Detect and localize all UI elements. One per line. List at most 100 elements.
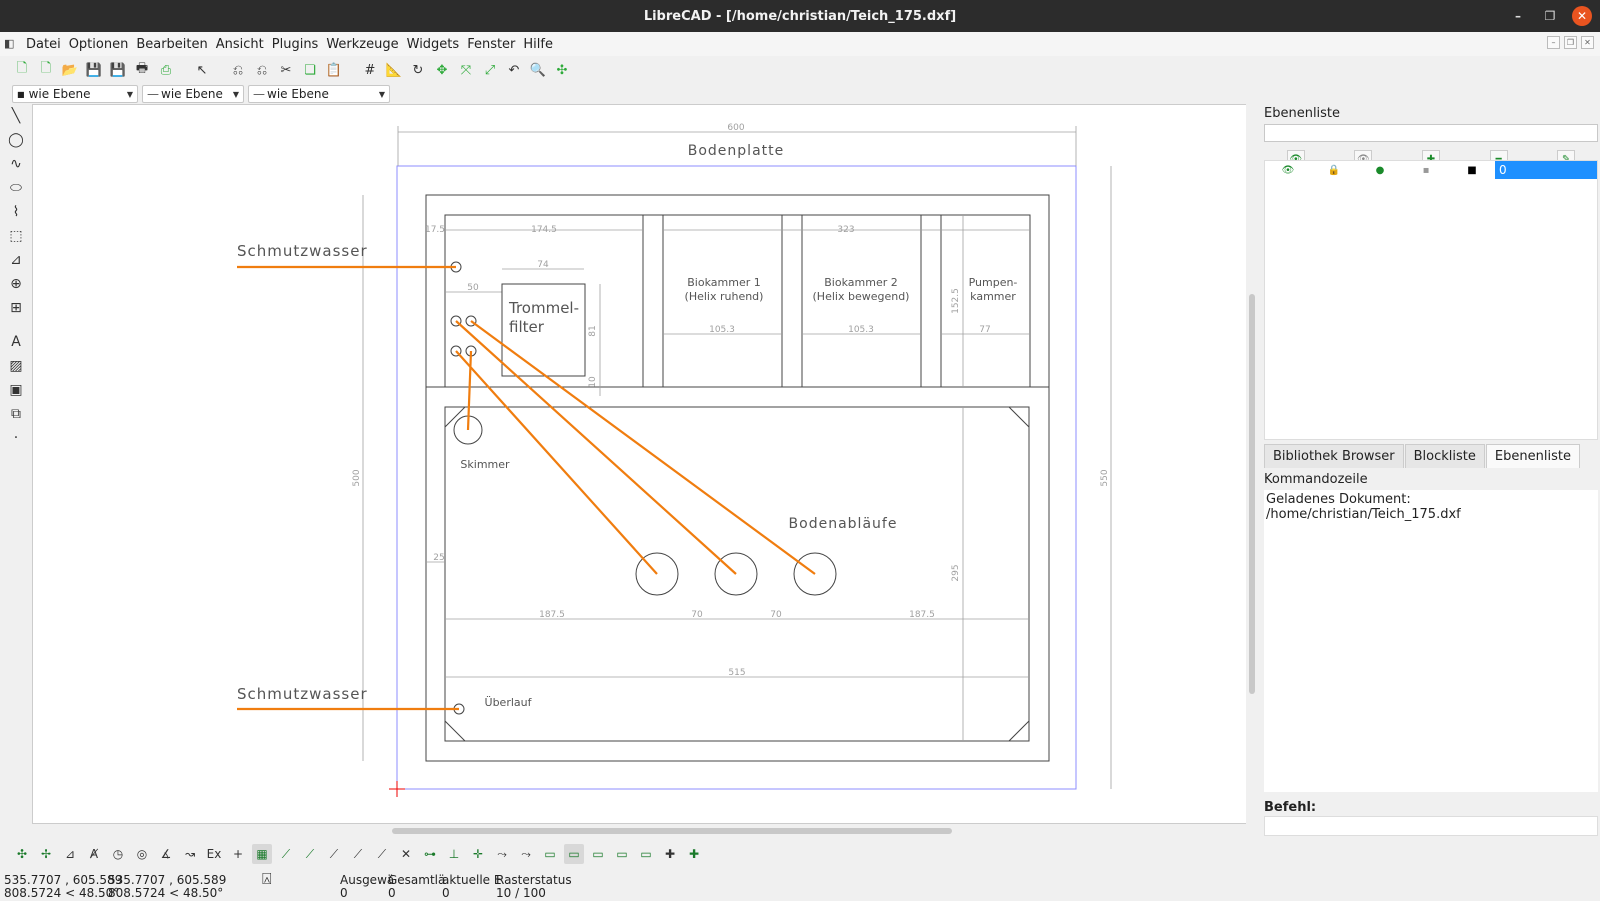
drawing-canvas[interactable]: 600 Bodenplatte 17.5 174.5 323 74 50 Tro…	[32, 104, 1250, 824]
lock-icon[interactable]: 🔒	[1327, 164, 1341, 176]
mdi-minimize-icon[interactable]: –	[1547, 36, 1560, 49]
print-icon[interactable]: 🖶	[135, 61, 149, 76]
line-tool-icon[interactable]: ╲	[11, 108, 21, 124]
menu-plugins[interactable]: Plugins	[271, 36, 319, 52]
exclusive-snap-icon[interactable]: Ex	[206, 847, 222, 861]
view-3-icon[interactable]: ▭	[592, 847, 604, 861]
snap-grid-icon[interactable]: ✢	[40, 847, 52, 861]
menu-hilfe[interactable]: Hilfe	[523, 36, 553, 52]
restrict-horizontal-icon[interactable]: ⊶	[424, 847, 436, 861]
eye-icon[interactable]: 👁	[1281, 164, 1295, 176]
mdi-close-icon[interactable]: ✕	[1581, 36, 1594, 49]
view-5-icon[interactable]: ▭	[640, 847, 652, 861]
restrict-vertical-icon[interactable]: ⊥	[448, 847, 460, 861]
construction-icon[interactable]: ▪	[1422, 164, 1430, 176]
snap-endpoints-icon[interactable]: ⟋	[281, 846, 291, 861]
menu-optionen[interactable]: Optionen	[68, 36, 129, 52]
snap-middle-icon[interactable]: ⟋	[329, 846, 339, 861]
snap-intersection-icon[interactable]: ⟋	[377, 846, 387, 861]
snap-center-icon[interactable]: ◷	[112, 847, 124, 861]
snap-cross-icon[interactable]: +	[232, 847, 244, 861]
mdi-restore-icon[interactable]: ❐	[1564, 36, 1577, 49]
print-toggle-icon[interactable]: ●	[1375, 164, 1385, 176]
polyline-tool-icon[interactable]: ⌇	[12, 204, 20, 220]
view-1-icon[interactable]: ▭	[544, 847, 556, 861]
open-folder-icon[interactable]: 📂	[61, 62, 79, 78]
undo-icon[interactable]: ⎌	[232, 62, 244, 78]
layer-row[interactable]: 👁 🔒 ● ▪ ■ 0	[1265, 161, 1597, 179]
restrict-orthogonal-icon[interactable]: ✛	[472, 847, 484, 861]
grid-icon[interactable]: #	[364, 62, 376, 78]
save-icon[interactable]: 💾	[85, 62, 103, 78]
vertical-scroll-thumb[interactable]	[1249, 294, 1255, 694]
text-tool-icon[interactable]: A	[11, 334, 21, 350]
zoom-auto-icon[interactable]: ⤧	[460, 62, 472, 78]
zoom-in-out-icon[interactable]: ✣	[556, 62, 568, 78]
snap-angle-icon[interactable]: ∡	[160, 847, 172, 861]
menu-ansicht[interactable]: Ansicht	[215, 36, 264, 52]
new-template-icon[interactable]: 🗋	[40, 61, 52, 76]
zoom-select-icon[interactable]: 🔍	[529, 62, 547, 78]
layer-filter-input[interactable]	[1264, 124, 1598, 142]
layer-name[interactable]: 0	[1495, 161, 1597, 179]
close-icon[interactable]: ✕	[1572, 6, 1592, 26]
horizontal-scrollbar[interactable]	[32, 826, 1246, 836]
app-icon[interactable]: ◧	[4, 37, 15, 50]
relative-zero-icon[interactable]: ⤳	[497, 846, 507, 861]
menu-datei[interactable]: Datei	[26, 36, 61, 52]
dimension-tool-icon[interactable]: ⊿	[10, 252, 22, 268]
tab-block-list[interactable]: Blockliste	[1404, 444, 1485, 468]
redo-icon[interactable]: ⎌	[256, 62, 268, 78]
insert-block-icon[interactable]: ✚	[688, 847, 700, 861]
snap-cross-off-icon[interactable]: ✕	[400, 847, 412, 861]
cut-icon[interactable]: ✂	[280, 62, 292, 78]
copy-icon[interactable]: ❏	[304, 62, 316, 78]
restore-icon[interactable]: ❐	[1544, 9, 1556, 23]
snap-curve-icon[interactable]: ↝	[184, 847, 196, 861]
select-tool-icon[interactable]: ⬚	[9, 228, 23, 244]
zoom-previous-icon[interactable]: ↶	[508, 62, 520, 78]
view-2-icon[interactable]: ▭	[564, 844, 584, 864]
menu-werkzeuge[interactable]: Werkzeuge	[326, 36, 399, 52]
layer-list[interactable]: 👁 🔒 ● ▪ ■ 0	[1264, 160, 1598, 440]
snap-grid-active-icon[interactable]: ▦	[252, 844, 272, 864]
ellipse-tool-icon[interactable]: ⬭	[10, 180, 22, 196]
snap-endpoint-icon[interactable]: ⊿	[64, 847, 76, 861]
redraw-icon[interactable]: ↻	[412, 62, 424, 78]
snap-distance-icon[interactable]: ⟋	[353, 846, 363, 861]
point-tool-icon[interactable]: ·	[13, 430, 19, 446]
print-preview-icon[interactable]: ⎙	[160, 62, 172, 78]
vertical-scrollbar[interactable]	[1246, 104, 1258, 824]
new-file-icon[interactable]: 🗋	[16, 61, 28, 76]
curve-tool-icon[interactable]: ∿	[10, 156, 22, 172]
zoom-window-icon[interactable]: ⤢	[484, 62, 496, 78]
horizontal-scroll-thumb[interactable]	[392, 828, 952, 834]
tab-layer-list[interactable]: Ebenenliste	[1485, 444, 1580, 468]
hatch-tool-icon[interactable]: ▨	[9, 358, 23, 374]
select-pointer-icon[interactable]: ↖	[196, 62, 208, 78]
tab-library-browser[interactable]: Bibliothek Browser	[1264, 444, 1404, 468]
snap-text-icon[interactable]: Ⱥ	[89, 847, 99, 861]
view-4-icon[interactable]: ▭	[616, 847, 628, 861]
pen-type-select[interactable]: — wie Ebene ▼	[248, 85, 390, 103]
modify-tool-icon[interactable]: ⊕	[10, 276, 22, 292]
measure-tool-icon[interactable]: ⊞	[10, 300, 22, 316]
cad-drawing[interactable]: 600 Bodenplatte 17.5 174.5 323 74 50 Tro…	[33, 105, 1251, 825]
pen-width-select[interactable]: — wie Ebene ▼	[142, 85, 244, 103]
layer-color-icon[interactable]: ■	[1467, 164, 1477, 176]
snap-on-entity-icon[interactable]: ⟋	[305, 846, 315, 861]
draft-icon[interactable]: 📐	[385, 62, 403, 78]
lock-relative-zero-icon[interactable]: ⤳	[521, 846, 531, 861]
menu-bearbeiten[interactable]: Bearbeiten	[136, 36, 208, 52]
add-block-icon[interactable]: ✚	[664, 847, 676, 861]
save-as-icon[interactable]: 💾	[109, 62, 127, 78]
paste-icon[interactable]: 📋	[325, 62, 343, 78]
command-input[interactable]	[1264, 816, 1598, 836]
zoom-pan-icon[interactable]: ✥	[436, 62, 448, 78]
pen-color-select[interactable]: ■ wie Ebene ▼	[12, 85, 138, 103]
block-tool-icon[interactable]: ⧉	[11, 406, 21, 422]
menu-widgets[interactable]: Widgets	[406, 36, 460, 52]
image-tool-icon[interactable]: ▣	[9, 382, 23, 398]
snap-free-icon[interactable]: ✣	[16, 847, 28, 861]
circle-tool-icon[interactable]: ◯	[8, 132, 24, 148]
